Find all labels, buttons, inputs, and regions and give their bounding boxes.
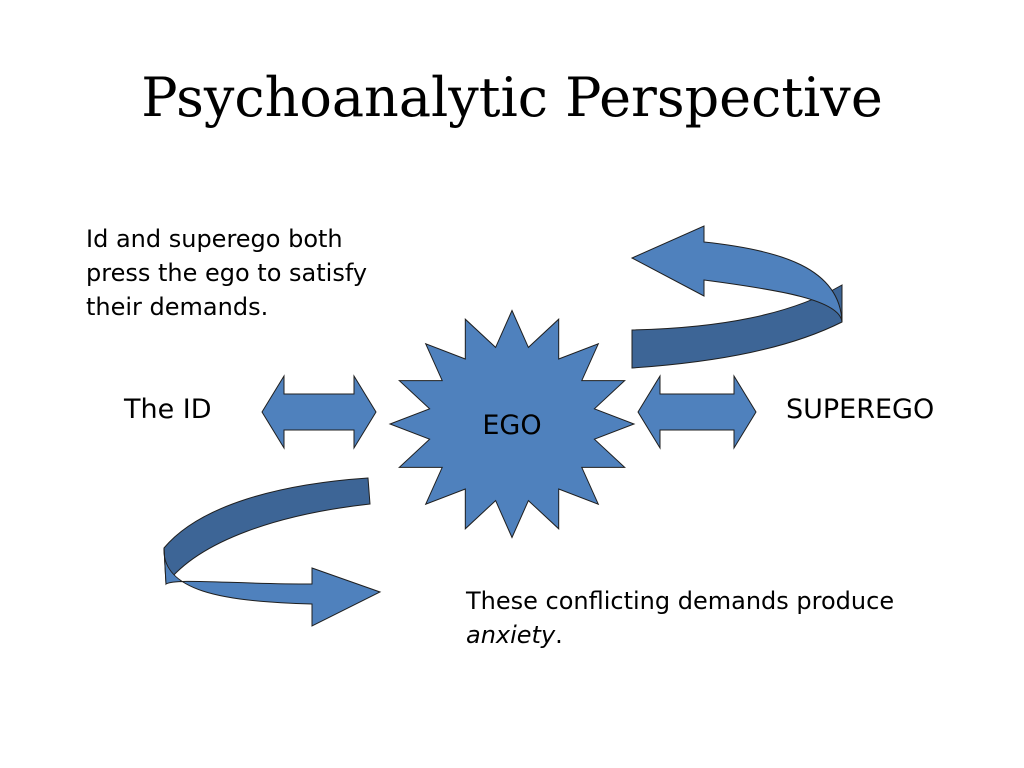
note-top-line-2: press the ego to satisfy xyxy=(86,259,368,287)
curved-arrow-top-right xyxy=(630,225,843,369)
curved-arrow-bottom-left-top xyxy=(163,547,382,627)
label-id: The ID xyxy=(124,394,212,425)
note-bottom-line-1: These conflicting demands produce xyxy=(466,587,895,615)
double-arrow-left xyxy=(261,374,377,450)
label-superego: SUPEREGO xyxy=(786,394,935,425)
note-bottom-suffix: . xyxy=(555,621,563,649)
curved-arrow-bottom-left xyxy=(163,477,382,627)
double-arrow-right xyxy=(637,374,757,450)
label-ego: EGO xyxy=(482,410,542,441)
note-top-line-1: Id and superego both xyxy=(86,225,343,253)
note-bottom-emphasis: anxiety xyxy=(466,621,556,649)
ego-starburst xyxy=(388,309,636,539)
curved-arrow-top-right-top xyxy=(630,225,843,323)
note-top-line-3: their demands. xyxy=(86,293,269,321)
slide-title: Psychoanalytic Perspective xyxy=(141,66,883,129)
note-bottom: These conflicting demands produce anxiet… xyxy=(466,584,1006,652)
curved-arrow-bottom-left-underside xyxy=(163,477,371,586)
note-top: Id and superego both press the ego to sa… xyxy=(86,222,446,324)
note-bottom-line-2: anxiety. xyxy=(466,618,1006,652)
